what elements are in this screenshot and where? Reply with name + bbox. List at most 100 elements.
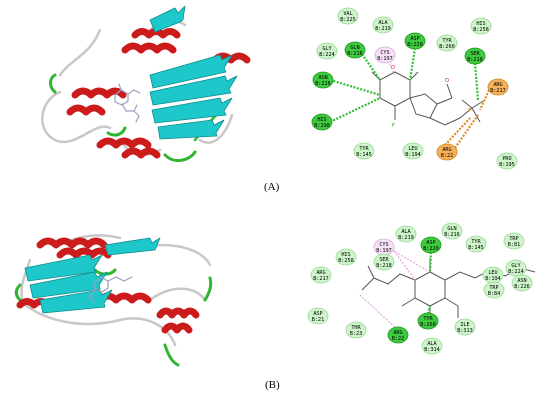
residue-circle [312, 71, 334, 89]
residue-circle [436, 143, 458, 161]
residue-number: B:225 [340, 17, 356, 23]
residue-name: TRP [489, 285, 498, 291]
residue-circle [372, 16, 394, 34]
residue-circle [307, 307, 329, 325]
residue-circle [395, 225, 417, 243]
residue-number: B:81 [508, 242, 521, 248]
residue-number: B:224 [319, 52, 335, 58]
residue-circle [420, 236, 442, 254]
residue-name: ARG [493, 82, 502, 88]
residue-name: ASN [318, 75, 327, 81]
residue-name: THR [351, 325, 361, 331]
residue-number: B:314 [424, 347, 440, 353]
residue-circle [337, 7, 359, 25]
residue-number: B:217 [313, 276, 329, 282]
residue-name: TYR [359, 146, 369, 152]
residue-circle [402, 142, 424, 160]
residue-circle [496, 152, 518, 170]
residue-circle [470, 17, 492, 35]
residue-number: B:145 [468, 245, 484, 251]
residue-circle [353, 142, 375, 160]
residue-circle [503, 232, 525, 250]
residue-name: ASN [517, 278, 526, 284]
svg-text:O: O [391, 65, 395, 71]
residue-number: B:258 [473, 27, 489, 33]
residue-name: HIS [476, 21, 485, 27]
svg-text:F: F [392, 123, 395, 129]
residue-circle [441, 222, 463, 240]
residue-number: B:258 [338, 258, 354, 264]
residue-name: VAL [343, 11, 352, 17]
svg-text:O: O [445, 78, 449, 84]
residue-name: ARG [442, 147, 451, 153]
residue-number: B:260 [420, 322, 436, 328]
residue-number: B:194 [485, 276, 501, 282]
residue-name: TYR [471, 239, 481, 245]
svg-text:P: P [468, 108, 471, 114]
residue-name: TYR [442, 38, 452, 44]
residue-circle [511, 274, 533, 292]
residue-number: B:23 [350, 331, 363, 337]
residue-number: B:217 [490, 88, 506, 94]
residue-name: SER [470, 51, 480, 57]
residue-circle [387, 326, 409, 344]
residue-name: CYS [380, 50, 389, 56]
residue-number: B:198 [314, 123, 330, 129]
residue-circle [464, 47, 486, 65]
residue-circle [505, 259, 527, 277]
residue-number: B:313 [457, 328, 473, 334]
residue-name: ILE [460, 322, 469, 328]
residue-number: B:218 [467, 57, 483, 63]
residue-name: LEU [488, 270, 497, 276]
residue-circle [483, 281, 505, 299]
residue-number: B:22 [441, 153, 454, 159]
residue-name: TRP [509, 236, 518, 242]
residue-name: GLN [447, 226, 456, 232]
residue-name: GLY [322, 46, 332, 52]
residue-name: ALA [378, 20, 388, 26]
residue-circle [454, 318, 476, 336]
residue-name: ASP [313, 311, 322, 317]
residue-circle [417, 312, 439, 330]
residue-number: B:145 [356, 152, 372, 158]
residue-name: LEU [408, 146, 417, 152]
residue-number: B:220 [407, 42, 423, 48]
residue-name: SER [379, 257, 389, 263]
residue-number: B:22 [392, 336, 405, 342]
residue-circle [487, 78, 509, 96]
residue-number: B:195 [499, 162, 515, 168]
residue-number: B:21 [312, 317, 325, 323]
residue-circle [421, 337, 443, 355]
residue-circle [316, 42, 338, 60]
residue-number: B:226 [315, 81, 331, 87]
